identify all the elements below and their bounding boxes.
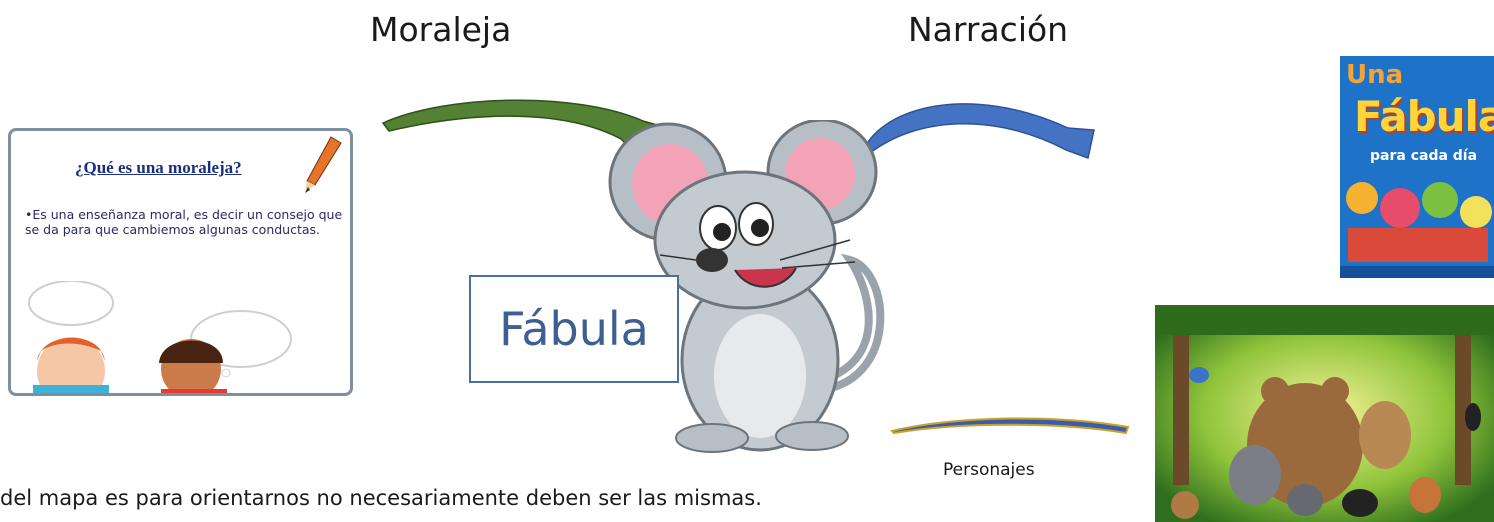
mouse-illustration (608, 120, 885, 453)
book-cover-line1: Una (1346, 60, 1404, 90)
book-cover-title: Fábula (1354, 92, 1494, 141)
blue-curved-arrow (861, 103, 1095, 159)
book-cover-image: Una Fábula para cada día (1340, 56, 1494, 278)
moraleja-card: ¿Qué es una moraleja? •Es una enseñanza … (8, 128, 353, 396)
fabula-box: Fábula (469, 275, 679, 383)
forest-animals-image (1155, 305, 1494, 522)
gold-curved-arrow (890, 417, 1130, 435)
book-characters-illustration (1340, 182, 1494, 278)
footnote-text: del mapa es para orientarnos no necesari… (0, 486, 762, 510)
book-cover-subtitle: para cada día (1370, 148, 1478, 164)
card-text: •Es una enseñanza moral, es decir un con… (25, 207, 343, 237)
children-thinking-illustration (28, 281, 292, 393)
label-narracion: Narración (908, 10, 1069, 49)
label-personajes: Personajes (943, 460, 1035, 480)
card-title: ¿Qué es una moraleja? (75, 158, 242, 177)
pencil-icon (305, 136, 342, 193)
fabula-title: Fábula (499, 302, 649, 356)
label-moraleja: Moraleja (370, 10, 512, 49)
